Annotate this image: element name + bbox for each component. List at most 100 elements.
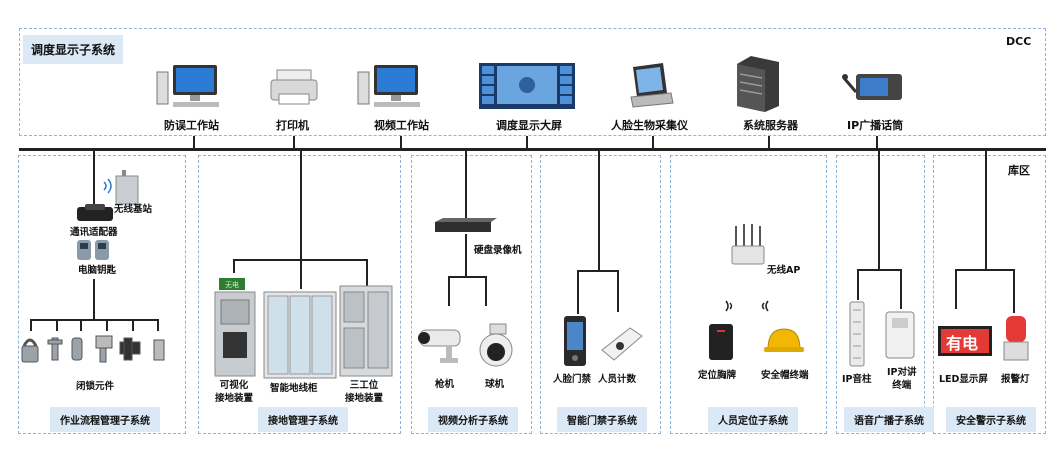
label-alarm-lamp: 报警灯 <box>1001 374 1030 385</box>
link <box>857 269 901 271</box>
display-wall-icon <box>479 63 575 109</box>
face-biometric-collector-icon <box>630 63 674 108</box>
alarm-panel <box>933 155 1046 434</box>
label-three-position-grounding-device: 三工位 接地装置 <box>345 380 384 404</box>
link <box>955 269 1014 271</box>
workflow-panel <box>18 155 186 434</box>
yard-corner-label: 库区 <box>1008 164 1030 177</box>
smart-ground-wire-cabinet-icon <box>263 291 337 379</box>
workflow-title: 作业流程管理子系统 <box>50 407 160 432</box>
dcc-panel <box>19 28 1046 136</box>
label-computer-key: 电脑钥匙 <box>78 265 117 276</box>
printer-icon <box>270 69 318 105</box>
link <box>1013 269 1015 313</box>
bus-link <box>526 136 528 149</box>
bus-link <box>293 136 295 149</box>
network-video-recorder-icon <box>435 218 497 232</box>
position-panel <box>670 155 827 434</box>
label-network-video-recorder: 硬盘录像机 <box>474 245 522 256</box>
link <box>157 319 159 331</box>
link <box>30 319 158 321</box>
link <box>30 319 32 331</box>
link <box>93 279 95 319</box>
svg-text:无电: 无电 <box>225 280 239 289</box>
three-position-grounding-device-icon <box>339 285 393 377</box>
voice-title: 语音广播子系统 <box>844 407 934 432</box>
alarm-title: 安全警示子系统 <box>946 407 1036 432</box>
label-communication-adapter: 通讯适配器 <box>70 227 118 238</box>
led-display-icon <box>938 326 992 356</box>
label-smart-ground-wire-cabinet: 智能地线柜 <box>270 383 318 394</box>
positioning-badge-icon <box>709 324 733 360</box>
link <box>577 270 619 272</box>
link <box>448 276 486 278</box>
wireless-ap-icon <box>731 224 765 265</box>
dome-camera-icon <box>479 323 513 367</box>
ip-column-speaker-icon <box>849 301 865 367</box>
wireless-base-station-icon <box>103 170 139 205</box>
label-safety-helmet-terminal: 安全帽终端 <box>761 370 809 381</box>
device-label-display-wall: 调度显示大屏 <box>496 119 562 132</box>
bus-link <box>465 149 467 219</box>
link <box>485 276 487 306</box>
bus-link <box>93 149 95 207</box>
ip-intercom-terminal-icon <box>885 311 915 359</box>
bus-link <box>878 149 880 270</box>
label-lock-elements: 闭锁元件 <box>76 381 115 392</box>
label-dome-camera: 球机 <box>485 379 505 390</box>
door-panel <box>540 155 661 434</box>
label-ip-column-speaker: IP音柱 <box>842 374 872 385</box>
bus-link <box>598 149 600 271</box>
server-icon <box>737 56 779 112</box>
label-wireless-ap: 无线AP <box>767 265 801 276</box>
people-counter-icon <box>601 327 643 361</box>
ip-microphone-icon <box>842 74 902 100</box>
position-title: 人员定位子系统 <box>708 407 798 432</box>
face-access-control-icon <box>564 316 586 366</box>
label-positioning-badge: 定位胸牌 <box>698 370 737 381</box>
label-ip-intercom-terminal: IP对讲 终端 <box>887 367 917 391</box>
bus-link <box>876 136 878 149</box>
bus-link <box>193 136 195 149</box>
bus-link <box>652 136 654 149</box>
wireless-signal-icon <box>725 300 769 312</box>
link <box>900 269 902 309</box>
alarm-lamp-icon <box>1003 316 1029 361</box>
device-label-printer: 打印机 <box>276 119 309 132</box>
video-workstation-icon <box>357 65 420 107</box>
voice-panel <box>836 155 925 434</box>
device-label-server: 系统服务器 <box>743 119 798 132</box>
link <box>857 269 859 300</box>
label-led-display: LED显示屏 <box>939 374 988 385</box>
bus-link <box>300 149 302 259</box>
visual-grounding-device-icon: 无电 <box>214 278 256 377</box>
dcc-corner-label: DCC <box>1006 35 1032 48</box>
link <box>80 319 82 331</box>
link <box>617 270 619 312</box>
bus-link <box>400 136 402 149</box>
network-bus <box>19 148 1046 151</box>
dcc-title: 调度显示子系统 <box>23 35 124 64</box>
device-label-face-collector: 人脸生物采集仪 <box>611 119 688 132</box>
device-label-anti-misoperation-workstation: 防误工作站 <box>164 119 219 132</box>
link <box>448 276 450 306</box>
link <box>56 319 58 331</box>
door-title: 智能门禁子系统 <box>557 407 647 432</box>
link <box>300 259 302 289</box>
link <box>233 259 235 273</box>
safety-helmet-terminal-icon <box>764 328 804 352</box>
link <box>106 319 108 331</box>
video-title: 视频分析子系统 <box>428 407 518 432</box>
led-display-text: 有电 <box>946 334 979 353</box>
grounding-title: 接地管理子系统 <box>258 407 348 432</box>
bus-link <box>985 149 987 270</box>
bullet-camera-icon <box>418 329 461 363</box>
link <box>465 234 467 276</box>
communication-adapter-icon <box>77 204 113 221</box>
label-visual-grounding-device: 可视化 接地装置 <box>215 380 254 404</box>
label-bullet-camera: 枪机 <box>435 379 455 390</box>
computer-key-icon <box>77 240 109 260</box>
label-people-counter: 人员计数 <box>598 374 637 385</box>
grounding-panel <box>198 155 401 434</box>
link <box>955 269 957 309</box>
